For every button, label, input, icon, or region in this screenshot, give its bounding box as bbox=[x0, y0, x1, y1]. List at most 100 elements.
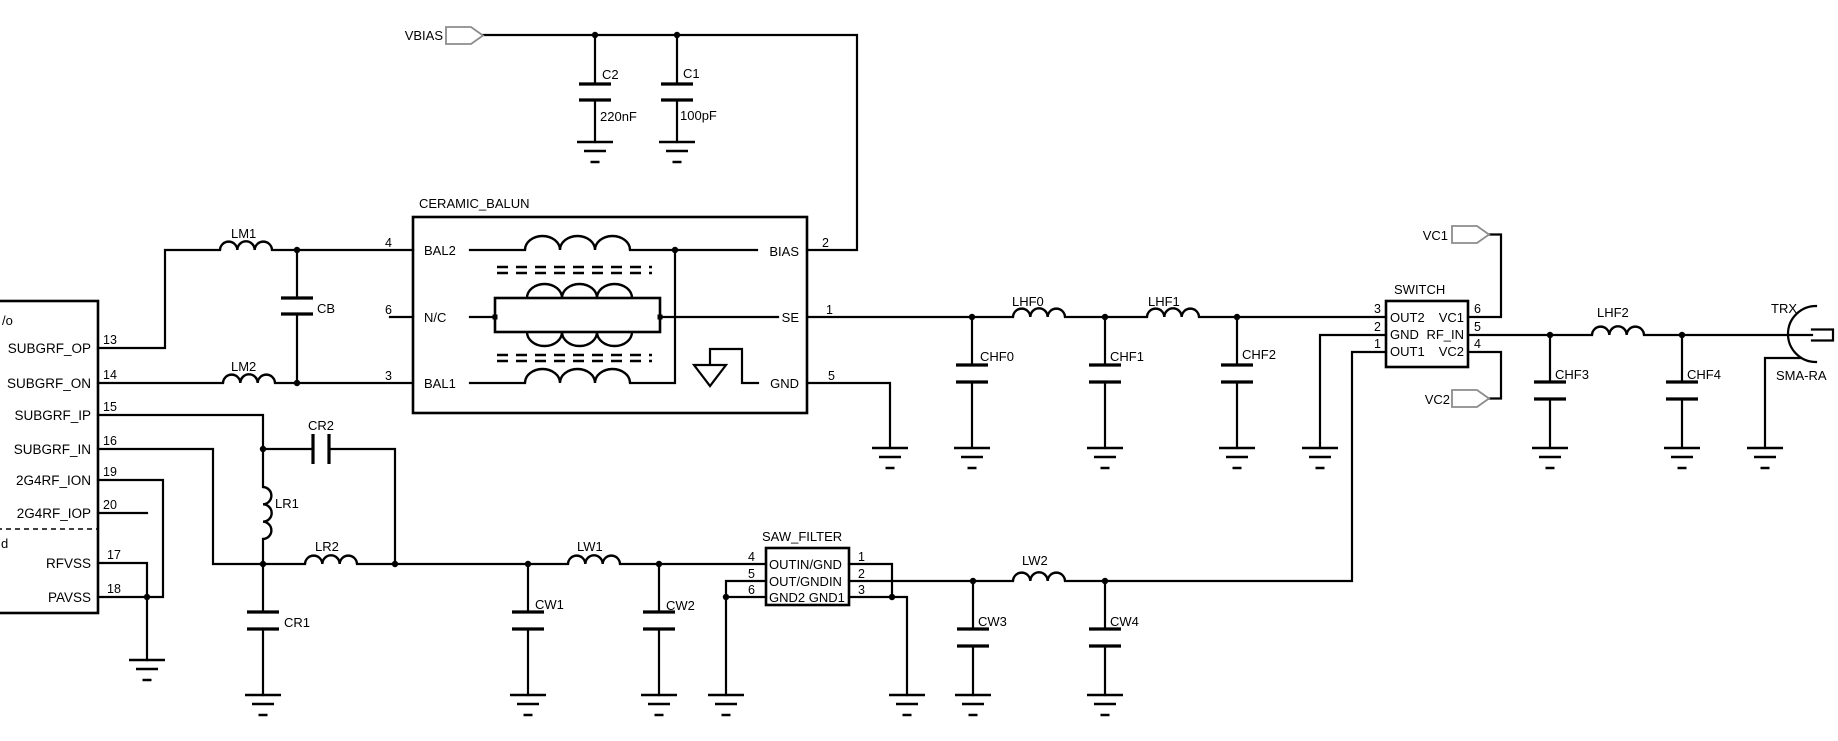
ic-block: /o d SUBGRF_OP SUBGRF_ON SUBGRF_IP SUBGR… bbox=[0, 299, 121, 615]
ground-icon bbox=[1217, 446, 1257, 470]
ic-outline bbox=[0, 299, 100, 615]
saw-title: SAW_FILTER bbox=[762, 529, 842, 544]
ground-icon bbox=[952, 446, 992, 470]
cap-ref-label: C1 bbox=[683, 66, 700, 81]
balun-pin-name: BIAS bbox=[769, 244, 799, 259]
ground-symbols bbox=[127, 140, 1785, 717]
ic-pin-name: 2G4RF_IOP bbox=[17, 506, 91, 521]
junction-dot bbox=[655, 560, 663, 568]
junction-dot bbox=[673, 31, 681, 39]
vbias-port-label: VBIAS bbox=[405, 28, 444, 43]
ic-pin-number: 14 bbox=[103, 368, 117, 382]
switch-pin-name: VC2 bbox=[1439, 344, 1464, 359]
balun-pin-number: 5 bbox=[828, 369, 835, 383]
junction-dot bbox=[259, 560, 267, 568]
cap-ref-label: CHF3 bbox=[1555, 367, 1589, 382]
balun-pin-number: 4 bbox=[385, 236, 392, 250]
junction-dot bbox=[293, 379, 301, 387]
inductor-lm1-icon bbox=[218, 240, 274, 252]
switch-pin-number: 6 bbox=[1474, 302, 1481, 316]
junction-dot bbox=[143, 593, 151, 601]
port-flags: VBIAS VC1 VC2 bbox=[405, 26, 1491, 408]
balun-outline bbox=[411, 215, 809, 415]
cap-ref-label: CW3 bbox=[978, 614, 1007, 629]
ground-icon bbox=[1300, 446, 1340, 470]
wires bbox=[96, 33, 1814, 697]
saw-row-label: GND2 GND1 bbox=[769, 590, 845, 605]
vc1-port-flag-icon bbox=[1451, 225, 1491, 244]
capacitor-plates bbox=[247, 82, 1698, 648]
balun-internal-gnd-arrow-icon bbox=[691, 363, 729, 388]
sma-connector: TRX SMA-RA bbox=[1771, 301, 1835, 383]
switch-pin-name: GND bbox=[1390, 327, 1419, 342]
cap-ref-label: CR1 bbox=[284, 615, 310, 630]
saw-pin-number: 6 bbox=[748, 583, 755, 597]
saw-pin-number: 4 bbox=[748, 550, 755, 564]
switch-pin-name: VC1 bbox=[1439, 310, 1464, 325]
cap-ref-label: C2 bbox=[602, 67, 619, 82]
ground-icon bbox=[870, 446, 910, 470]
switch-output-wires bbox=[1318, 233, 1814, 450]
balun-title: CERAMIC_BALUN bbox=[419, 196, 530, 211]
junction-dot bbox=[1233, 313, 1241, 321]
connector-type-label: SMA-RA bbox=[1776, 368, 1827, 383]
junction-dot bbox=[1546, 331, 1554, 339]
junction-dot bbox=[1101, 577, 1109, 585]
ground-icon bbox=[657, 140, 697, 164]
junction-dot bbox=[293, 246, 301, 254]
switch-pin-name: OUT2 bbox=[1390, 310, 1425, 325]
balun-middle-winding-top-icon bbox=[525, 282, 634, 300]
switch-pin-number: 5 bbox=[1474, 320, 1481, 334]
ic-pin-name: SUBGRF_IN bbox=[14, 442, 91, 457]
vbias-net-wire bbox=[481, 33, 859, 252]
ground-icon bbox=[243, 693, 283, 717]
junction-dot bbox=[391, 560, 399, 568]
subg-matching-wires bbox=[261, 447, 768, 697]
component-labels: C2 220nF C1 100pF LM1 LM2 CB CR2 LR1 LR2… bbox=[231, 66, 1721, 630]
switch-pin-name: OUT1 bbox=[1390, 344, 1425, 359]
junction-dot bbox=[1678, 331, 1686, 339]
inductor-lhf0-icon bbox=[1011, 307, 1067, 319]
switch-pin-name: RF_IN bbox=[1426, 327, 1464, 342]
saw-pin-number: 1 bbox=[858, 550, 865, 564]
winding-tap bbox=[492, 314, 498, 320]
switch-pin-number: 1 bbox=[1374, 337, 1381, 351]
cap-ref-label: CR2 bbox=[308, 418, 334, 433]
ground-icon bbox=[575, 140, 615, 164]
cap-ref-label: CW1 bbox=[535, 597, 564, 612]
vc2-port-flag-icon bbox=[1451, 389, 1491, 408]
balun-pin-name: BAL2 bbox=[424, 243, 456, 258]
cap-ref-label: CHF2 bbox=[1242, 347, 1276, 362]
saw-filter-block: SAW_FILTER OUTIN/GND OUT/GNDIN GND2 GND1… bbox=[748, 529, 865, 607]
ground-icon bbox=[1530, 446, 1570, 470]
junction-dot bbox=[1101, 313, 1109, 321]
balun-pin-name: GND bbox=[770, 376, 799, 391]
balun-internal-wires bbox=[468, 248, 780, 385]
junction-dot bbox=[969, 577, 977, 585]
vbias-port-flag-icon bbox=[445, 26, 485, 45]
inductor-ref-label: LW1 bbox=[577, 539, 603, 554]
saw-net-wires bbox=[724, 350, 1388, 697]
saw-row-label: OUTIN/GND bbox=[769, 557, 842, 572]
junction-dot bbox=[524, 560, 532, 568]
saw-pin-number: 2 bbox=[858, 567, 865, 581]
inductor-ref-label: LHF1 bbox=[1148, 294, 1180, 309]
ground-icon bbox=[1745, 446, 1785, 470]
ic-pin-number: 16 bbox=[103, 434, 117, 448]
balun-block: CERAMIC_BALUN BAL2 N/C BAL1 BIAS SE GND … bbox=[385, 196, 835, 415]
ic-pin-name: RFVSS bbox=[46, 556, 91, 571]
switch-block: SWITCH OUT2 GND OUT1 VC1 RF_IN VC2 3 2 1… bbox=[1374, 282, 1481, 369]
switch-pin-number: 4 bbox=[1474, 337, 1481, 351]
cap-ref-label: CW2 bbox=[666, 598, 695, 613]
ground-icon bbox=[706, 693, 746, 717]
switch-outline bbox=[1384, 299, 1470, 369]
inductor-ref-label: LW2 bbox=[1022, 553, 1048, 568]
inductor-ref-label: LR1 bbox=[275, 496, 299, 511]
ic-pin-name: SUBGRF_ON bbox=[7, 376, 91, 391]
ground-icon bbox=[508, 693, 548, 717]
balun-middle-winding-bottom-icon bbox=[525, 330, 634, 348]
inductor-ref-label: LHF0 bbox=[1012, 294, 1044, 309]
inductor-lr1-icon bbox=[261, 485, 273, 541]
inductor-lm2-icon bbox=[221, 373, 277, 385]
